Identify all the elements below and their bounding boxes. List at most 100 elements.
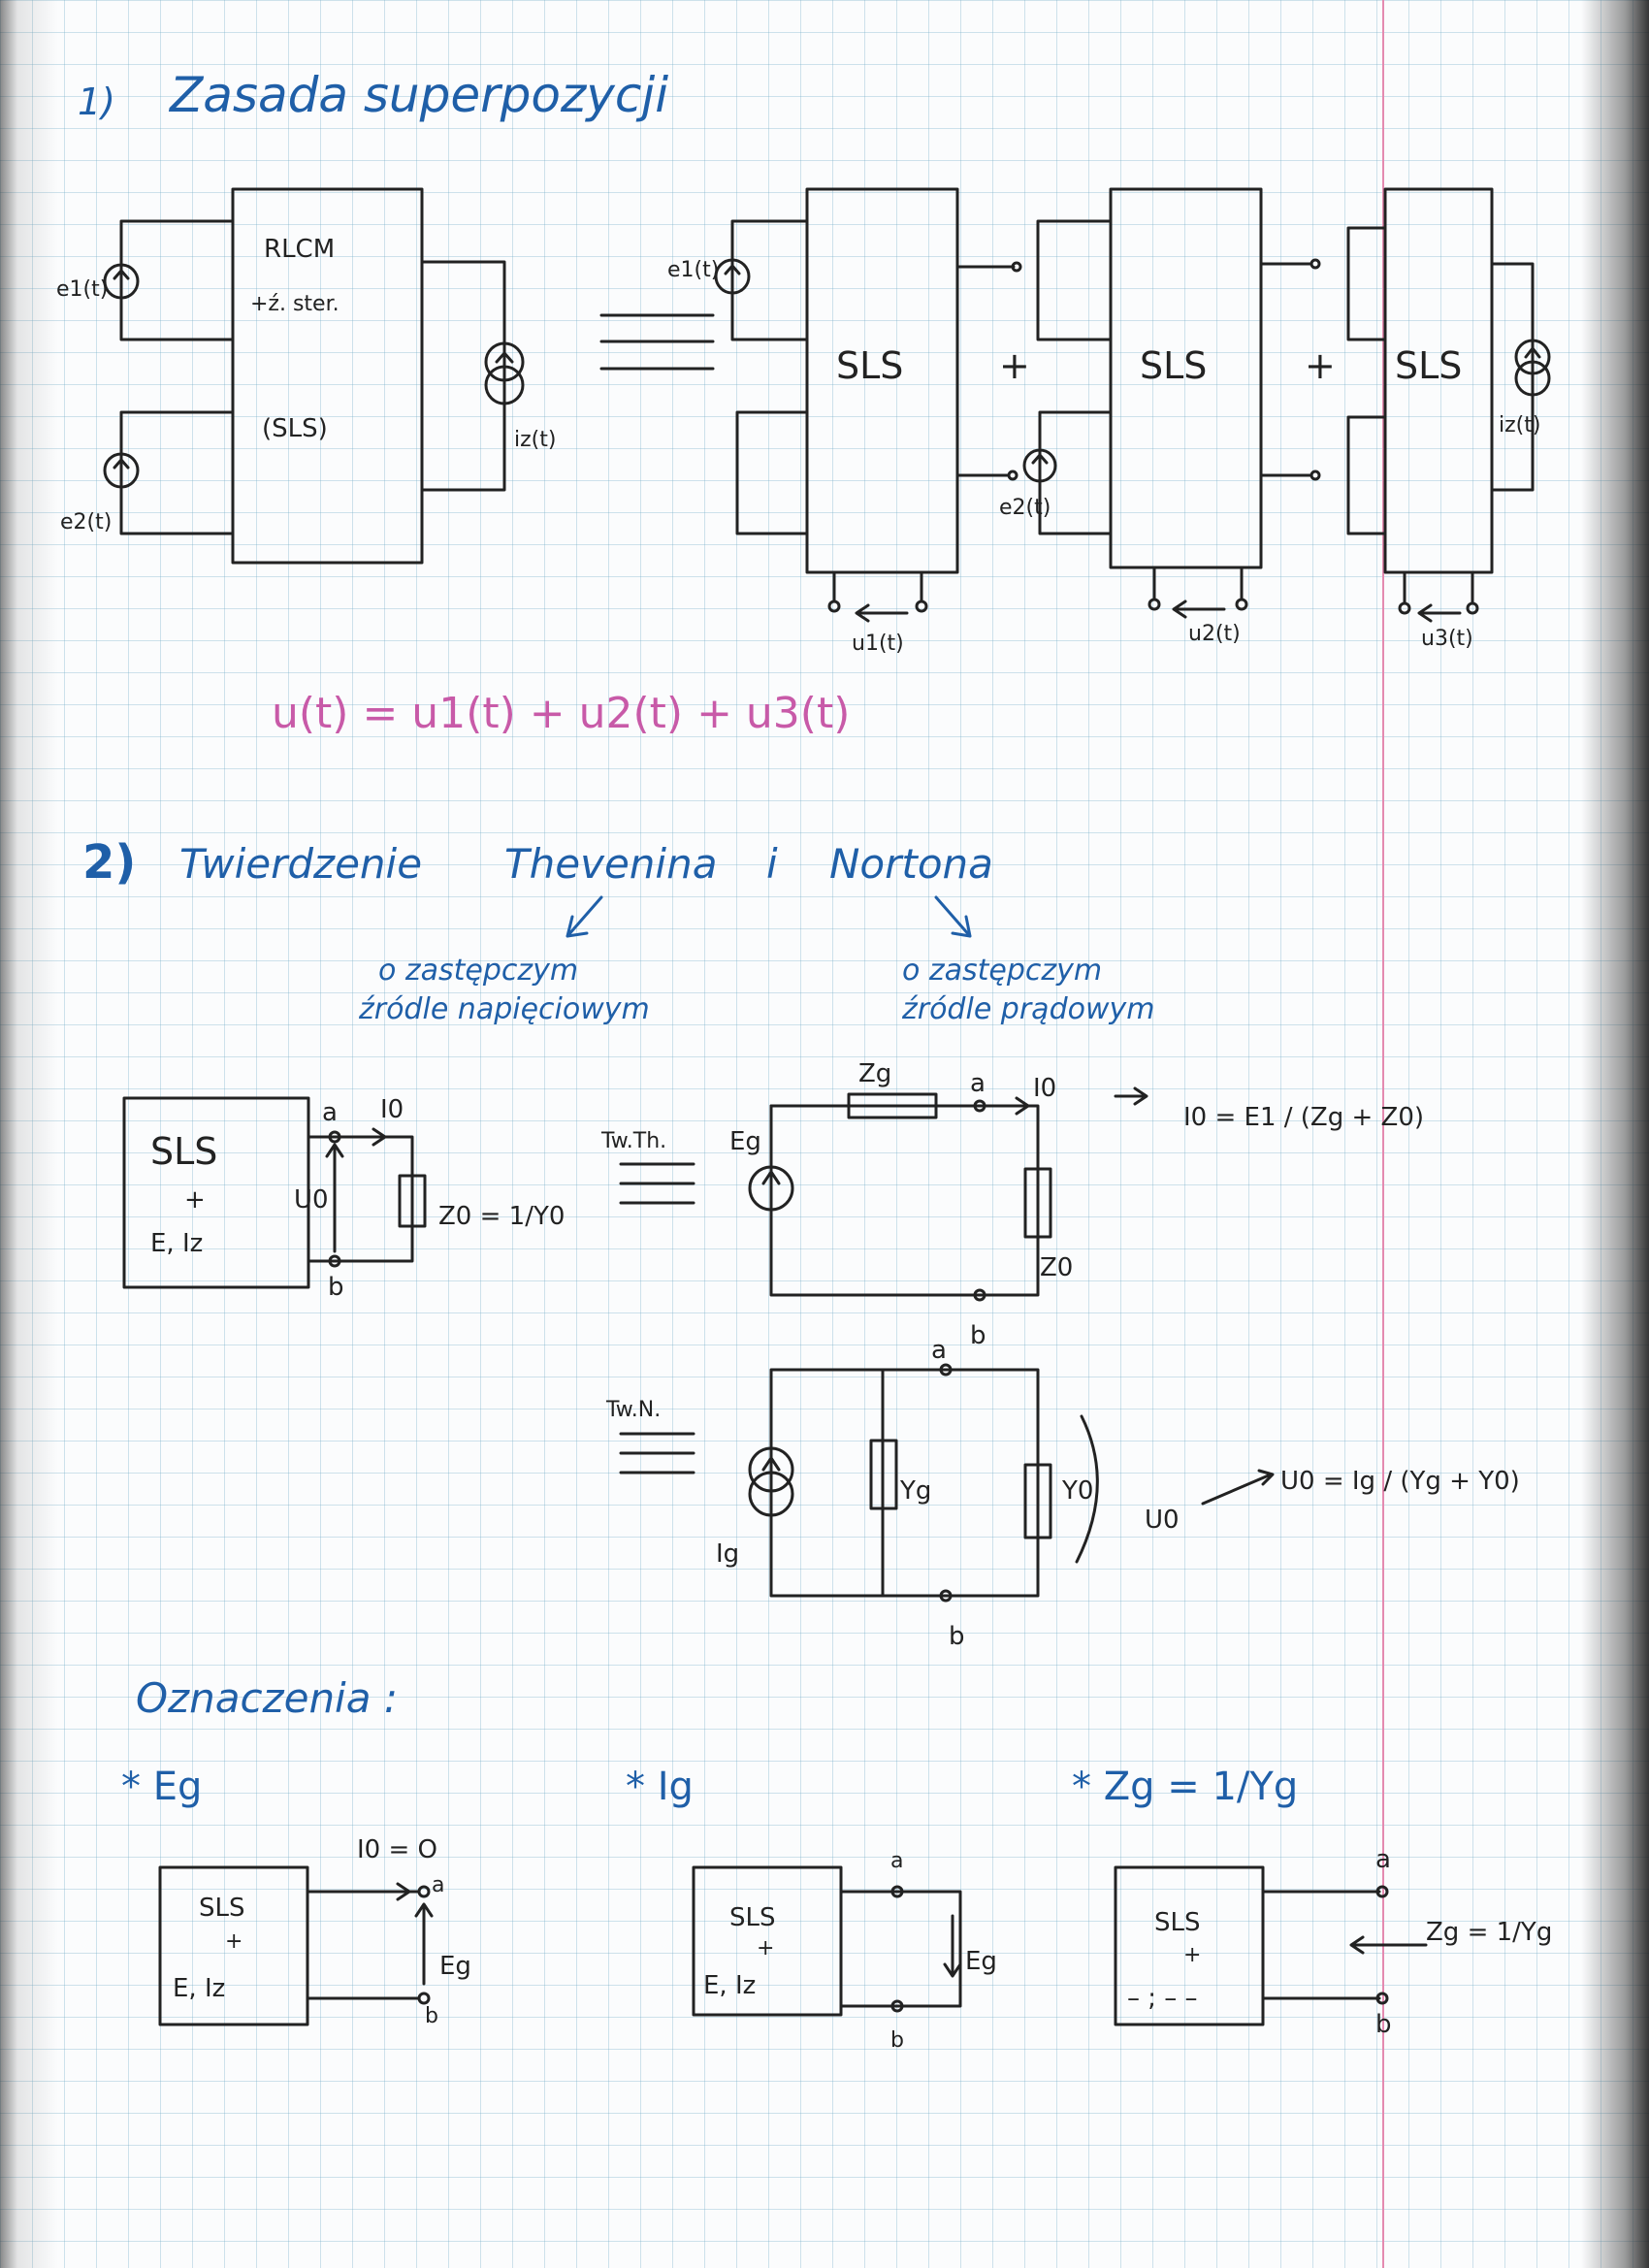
sls3-box bbox=[1383, 187, 1494, 574]
thevenin-equivalent: Tw.Th. Zg Eg a I0 Z0 b I0 = E1 / (Zg + Z… bbox=[600, 1059, 1424, 1350]
nb1-a: a bbox=[432, 1873, 444, 1897]
node-b-label: b bbox=[328, 1273, 344, 1302]
n-u0-label: U0 bbox=[1145, 1506, 1180, 1535]
sls2-e2-icon bbox=[1022, 448, 1057, 483]
th-z0-label: Z0 bbox=[1040, 1253, 1073, 1282]
norton-equivalent: Tw.N. a b Ig Yg Y0 U0 U0 = Ig / (Yg + Y0… bbox=[605, 1336, 1520, 1651]
sls2-box bbox=[1109, 187, 1263, 569]
n-node-a-label: a bbox=[931, 1336, 947, 1365]
yg-label: Yg bbox=[899, 1476, 931, 1506]
eg-label: Eg bbox=[729, 1127, 761, 1156]
z0-load-resistor bbox=[1023, 1167, 1052, 1239]
nb2-plus: + bbox=[757, 1936, 774, 1960]
e1-source-icon bbox=[103, 263, 140, 300]
section-notation: Oznaczenia : * Eg * Ig * Zg = 1/Yg SLS +… bbox=[121, 1674, 1552, 2053]
section-superposition: 1) Zasada superpozycji RLCM +ź. ster. (S… bbox=[56, 67, 1551, 738]
z0-eq-label: Z0 = 1/Y0 bbox=[438, 1202, 565, 1231]
sls-load-label: SLS bbox=[150, 1130, 217, 1173]
superposition-formula: u(t) = u1(t) + u2(t) + u3(t) bbox=[272, 689, 850, 738]
thevenin-note-line2: źródle napięciowym bbox=[358, 992, 650, 1026]
nb3-a: a bbox=[1375, 1845, 1391, 1874]
zg-label: Zg bbox=[858, 1059, 891, 1088]
notation-eg-diagram: SLS + E, Iz I0 = O a b Eg bbox=[158, 1835, 471, 2028]
nb3-plus: + bbox=[1183, 1943, 1201, 1967]
sls-load-box bbox=[122, 1096, 310, 1289]
y0-label: Y0 bbox=[1061, 1476, 1093, 1506]
norton-note-line1: o zastępczym bbox=[902, 954, 1102, 988]
original-circuit: RLCM +ź. ster. (SLS) e1(t) e2(t) iz(t) bbox=[56, 187, 556, 565]
nb1-i0-zero: I0 = O bbox=[357, 1835, 437, 1864]
section2-number: 2) bbox=[82, 835, 136, 890]
nb3-none: – ; – – bbox=[1127, 1984, 1198, 2013]
notation-title: Oznaczenia : bbox=[136, 1674, 398, 1722]
sls2-e2-label: e2(t) bbox=[999, 496, 1051, 520]
sls1-box bbox=[805, 187, 959, 574]
e2-label: e2(t) bbox=[60, 510, 112, 535]
nb2-a: a bbox=[890, 1849, 903, 1873]
notation-zg-diagram: SLS + – ; – – a b Zg = 1/Yg bbox=[1114, 1845, 1552, 2039]
notation-box-1 bbox=[158, 1865, 309, 2026]
nb2-src: E, Iz bbox=[703, 1971, 756, 2000]
norton-formula: U0 = Ig / (Yg + Y0) bbox=[1280, 1467, 1520, 1496]
u3-label: u3(t) bbox=[1421, 627, 1473, 651]
ig-label: Ig bbox=[716, 1539, 739, 1569]
u0-label: U0 bbox=[294, 1185, 329, 1215]
equivalence-sign bbox=[599, 313, 715, 371]
section1-number: 1) bbox=[78, 81, 115, 123]
norton-note-line2: źródle prądowym bbox=[901, 992, 1154, 1026]
sls1-label: SLS bbox=[836, 344, 903, 387]
u2-arrow-icon bbox=[1172, 599, 1226, 619]
margin-line bbox=[1382, 0, 1384, 2268]
u0-voltage-arc-icon bbox=[1075, 1414, 1099, 1564]
nb1-plus: + bbox=[225, 1929, 242, 1954]
th-node-b-label: b bbox=[970, 1321, 986, 1350]
i0-arrow-icon bbox=[347, 1127, 387, 1147]
notation-item-eg: * Eg bbox=[121, 1765, 202, 1809]
e2-source-icon bbox=[103, 452, 140, 489]
section-thevenin-norton: 2) Twierdzenie Thevenina i Nortona o zas… bbox=[82, 835, 1520, 1651]
y0-resistor bbox=[1023, 1463, 1052, 1539]
plus-2: + bbox=[1305, 344, 1336, 387]
notation-box-3 bbox=[1114, 1865, 1265, 2026]
node-a-label: a bbox=[322, 1098, 338, 1127]
rlcm-box bbox=[231, 187, 424, 565]
rlcm-sls-label: (SLS) bbox=[262, 414, 328, 443]
eg-source-icon bbox=[748, 1165, 794, 1212]
iz-label: iz(t) bbox=[514, 428, 556, 452]
rlcm-sources-label: +ź. ster. bbox=[250, 292, 340, 316]
notation-item-ig: * Ig bbox=[626, 1765, 694, 1809]
nb1-b: b bbox=[425, 2004, 438, 2028]
sls1-e1-label: e1(t) bbox=[667, 258, 719, 282]
nb2-eg: Eg bbox=[965, 1947, 997, 1976]
section2-title-d: Nortona bbox=[829, 840, 993, 888]
section2-title-b: Thevenina bbox=[504, 840, 717, 888]
z0-resistor bbox=[398, 1174, 427, 1228]
u1-label: u1(t) bbox=[852, 632, 904, 656]
plus-1: + bbox=[999, 344, 1030, 387]
nb3-sls: SLS bbox=[1154, 1908, 1201, 1937]
sls-block-3: SLS iz(t) u3(t) bbox=[1259, 187, 1551, 651]
i0-label: I0 bbox=[380, 1095, 404, 1124]
sls3-iz-label: iz(t) bbox=[1499, 413, 1540, 437]
notation-box-2 bbox=[692, 1865, 843, 2017]
section1-title: Zasada superpozycji bbox=[168, 67, 668, 123]
nb3-b: b bbox=[1375, 2010, 1392, 2039]
tw-th-label: Tw.Th. bbox=[600, 1129, 666, 1153]
sls3-label: SLS bbox=[1395, 344, 1462, 387]
nb2-sls: SLS bbox=[729, 1903, 776, 1932]
nb3-zg-eq: Zg = 1/Yg bbox=[1426, 1918, 1552, 1947]
sls-block-1: SLS e1(t) u1(t) bbox=[667, 187, 1022, 656]
tw-n-label: Tw.N. bbox=[605, 1398, 661, 1422]
zg-resistor bbox=[847, 1092, 938, 1119]
u1-arrow-icon bbox=[855, 603, 909, 623]
sls-load-sources: E, Iz bbox=[150, 1229, 203, 1258]
notation-ig-diagram: SLS + E, Iz a b Eg bbox=[692, 1849, 997, 2053]
e1-label: e1(t) bbox=[56, 277, 108, 302]
norton-arrow-icon bbox=[934, 895, 972, 938]
nb2-b: b bbox=[890, 2028, 904, 2053]
thevenin-note-line1: o zastępczym bbox=[378, 954, 578, 988]
nb1-src: E, Iz bbox=[173, 1974, 225, 2003]
th-node-a-label: a bbox=[970, 1069, 986, 1098]
